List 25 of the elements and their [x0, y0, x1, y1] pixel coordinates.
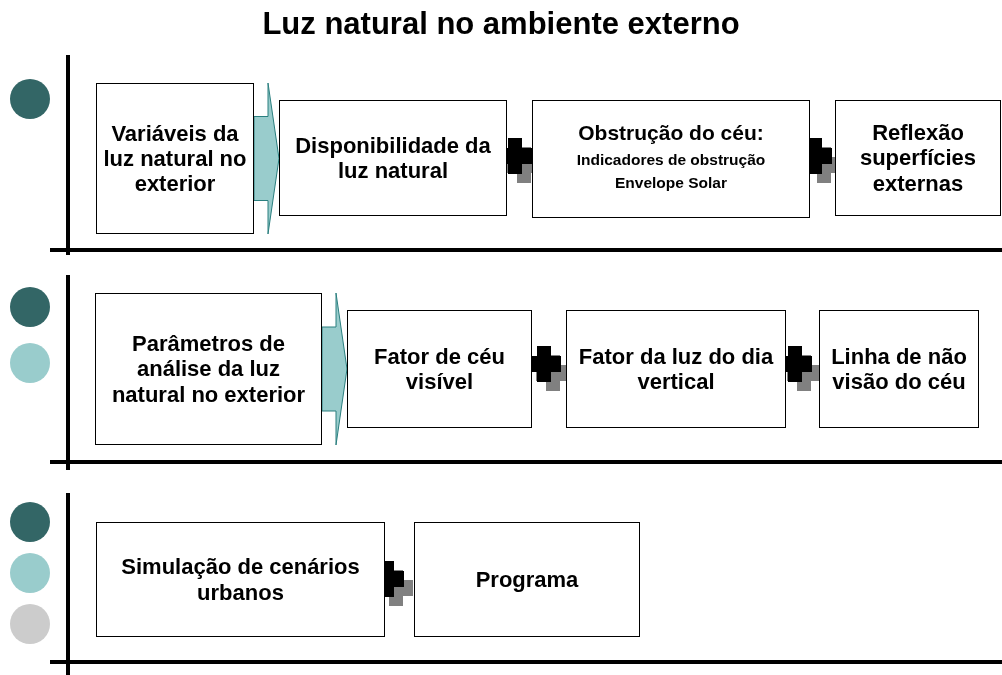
- box-text: Obstrução do céu:: [578, 121, 764, 146]
- box-text: Variáveis da luz natural no exterior: [102, 120, 248, 197]
- text-box: [414, 522, 640, 637]
- box-text: Fator da luz do dia vertical: [577, 343, 775, 395]
- text-box: [279, 100, 507, 216]
- chevron-arrow: [253, 82, 280, 235]
- subitem-text: Indicadores de obstrução: [576, 151, 766, 170]
- box-text: Simulação de cenários urbanos: [120, 554, 361, 605]
- text-box: [96, 83, 254, 234]
- box-text: Fator de céu visível: [373, 343, 506, 395]
- box-text: Linha de não visão do céu: [830, 343, 968, 395]
- text-box: [532, 100, 810, 218]
- box-text: Disponibilidade da luz natural: [294, 132, 492, 184]
- text-box: [347, 310, 532, 428]
- box-text: Parâmetros de análise da luz natural no exterior: [110, 331, 307, 407]
- text-box: [835, 100, 1001, 216]
- chevron-arrow: [321, 292, 348, 446]
- text-box: [95, 293, 322, 445]
- title: Luz natural no ambiente externo: [261, 6, 741, 42]
- subitem-text: Envelope Solar: [615, 174, 727, 192]
- box-text: Reflexão superfícies externas: [858, 120, 978, 196]
- text-box: [566, 310, 786, 428]
- text-box: [819, 310, 979, 428]
- box-text: Programa: [475, 566, 579, 593]
- text-box: [96, 522, 385, 637]
